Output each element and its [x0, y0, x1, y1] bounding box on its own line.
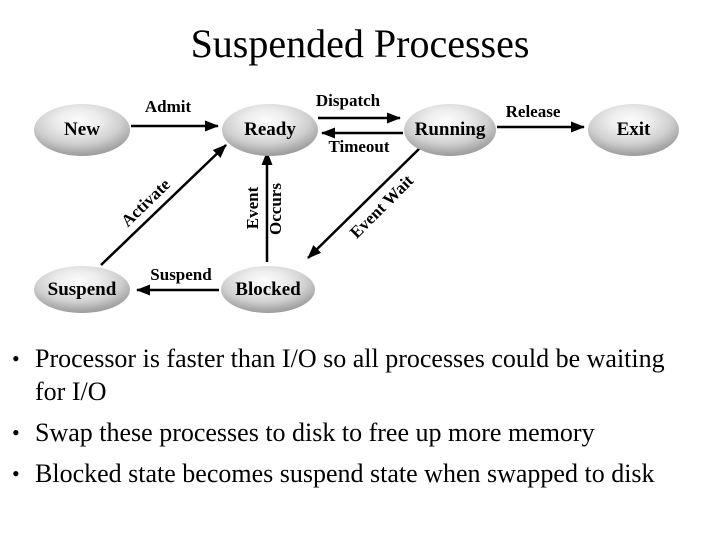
state-ready: Ready: [222, 104, 318, 156]
state-running-label: Running: [414, 119, 486, 140]
bullet-text-1: Processor is faster than I/O so all proc…: [35, 342, 665, 408]
bullet-text-2: Swap these processes to disk to free up …: [35, 416, 595, 449]
bullet-line: Swap these processes to disk to free up …: [35, 418, 595, 447]
bullet-line: Blocked state becomes suspend state when…: [35, 459, 655, 488]
transition-label-admit: Admit: [144, 97, 192, 116]
transition-label-event-wait: Event Wait: [346, 171, 418, 243]
state-suspend-label: Suspend: [47, 278, 117, 300]
transition-label-activate: Activate: [117, 174, 174, 231]
state-running: Running: [404, 104, 496, 156]
page-title: Suspended Processes: [190, 21, 530, 66]
transition-label-occurs: Occurs: [266, 183, 285, 235]
state-blocked: Blocked: [221, 266, 315, 313]
state-exit-label: Exit: [616, 119, 651, 140]
transition-label-suspend: Suspend: [150, 265, 212, 284]
state-new: New: [34, 104, 130, 156]
bullet-list: • Processor is faster than I/O so all pr…: [12, 342, 714, 498]
arrow-activate: [100, 144, 227, 266]
bullet-icon: •: [12, 420, 20, 445]
process-state-diagram: New Ready Running Exit Suspend Blocked A…: [34, 91, 679, 313]
transition-label-release: Release: [505, 102, 561, 121]
bullet-item-1: • Processor is faster than I/O so all pr…: [12, 342, 714, 408]
bullet-line: Processor is faster than I/O so all proc…: [35, 344, 665, 373]
transition-label-dispatch: Dispatch: [315, 91, 381, 110]
arrow-event-wait: [307, 146, 422, 259]
transition-label-timeout: Timeout: [328, 137, 390, 156]
bullet-text-3: Blocked state becomes suspend state when…: [35, 457, 655, 490]
bullet-icon: •: [12, 461, 20, 486]
state-blocked-label: Blocked: [235, 278, 301, 300]
state-exit: Exit: [588, 104, 679, 156]
transition-label-event: Event: [243, 186, 262, 230]
bullet-item-2: • Swap these processes to disk to free u…: [12, 416, 714, 449]
state-ready-label: Ready: [244, 119, 296, 140]
bullet-line: for I/O: [35, 377, 107, 406]
state-new-label: New: [64, 119, 100, 140]
state-suspend: Suspend: [34, 266, 130, 313]
bullet-item-3: • Blocked state becomes suspend state wh…: [12, 457, 714, 490]
bullet-icon: •: [12, 346, 20, 371]
